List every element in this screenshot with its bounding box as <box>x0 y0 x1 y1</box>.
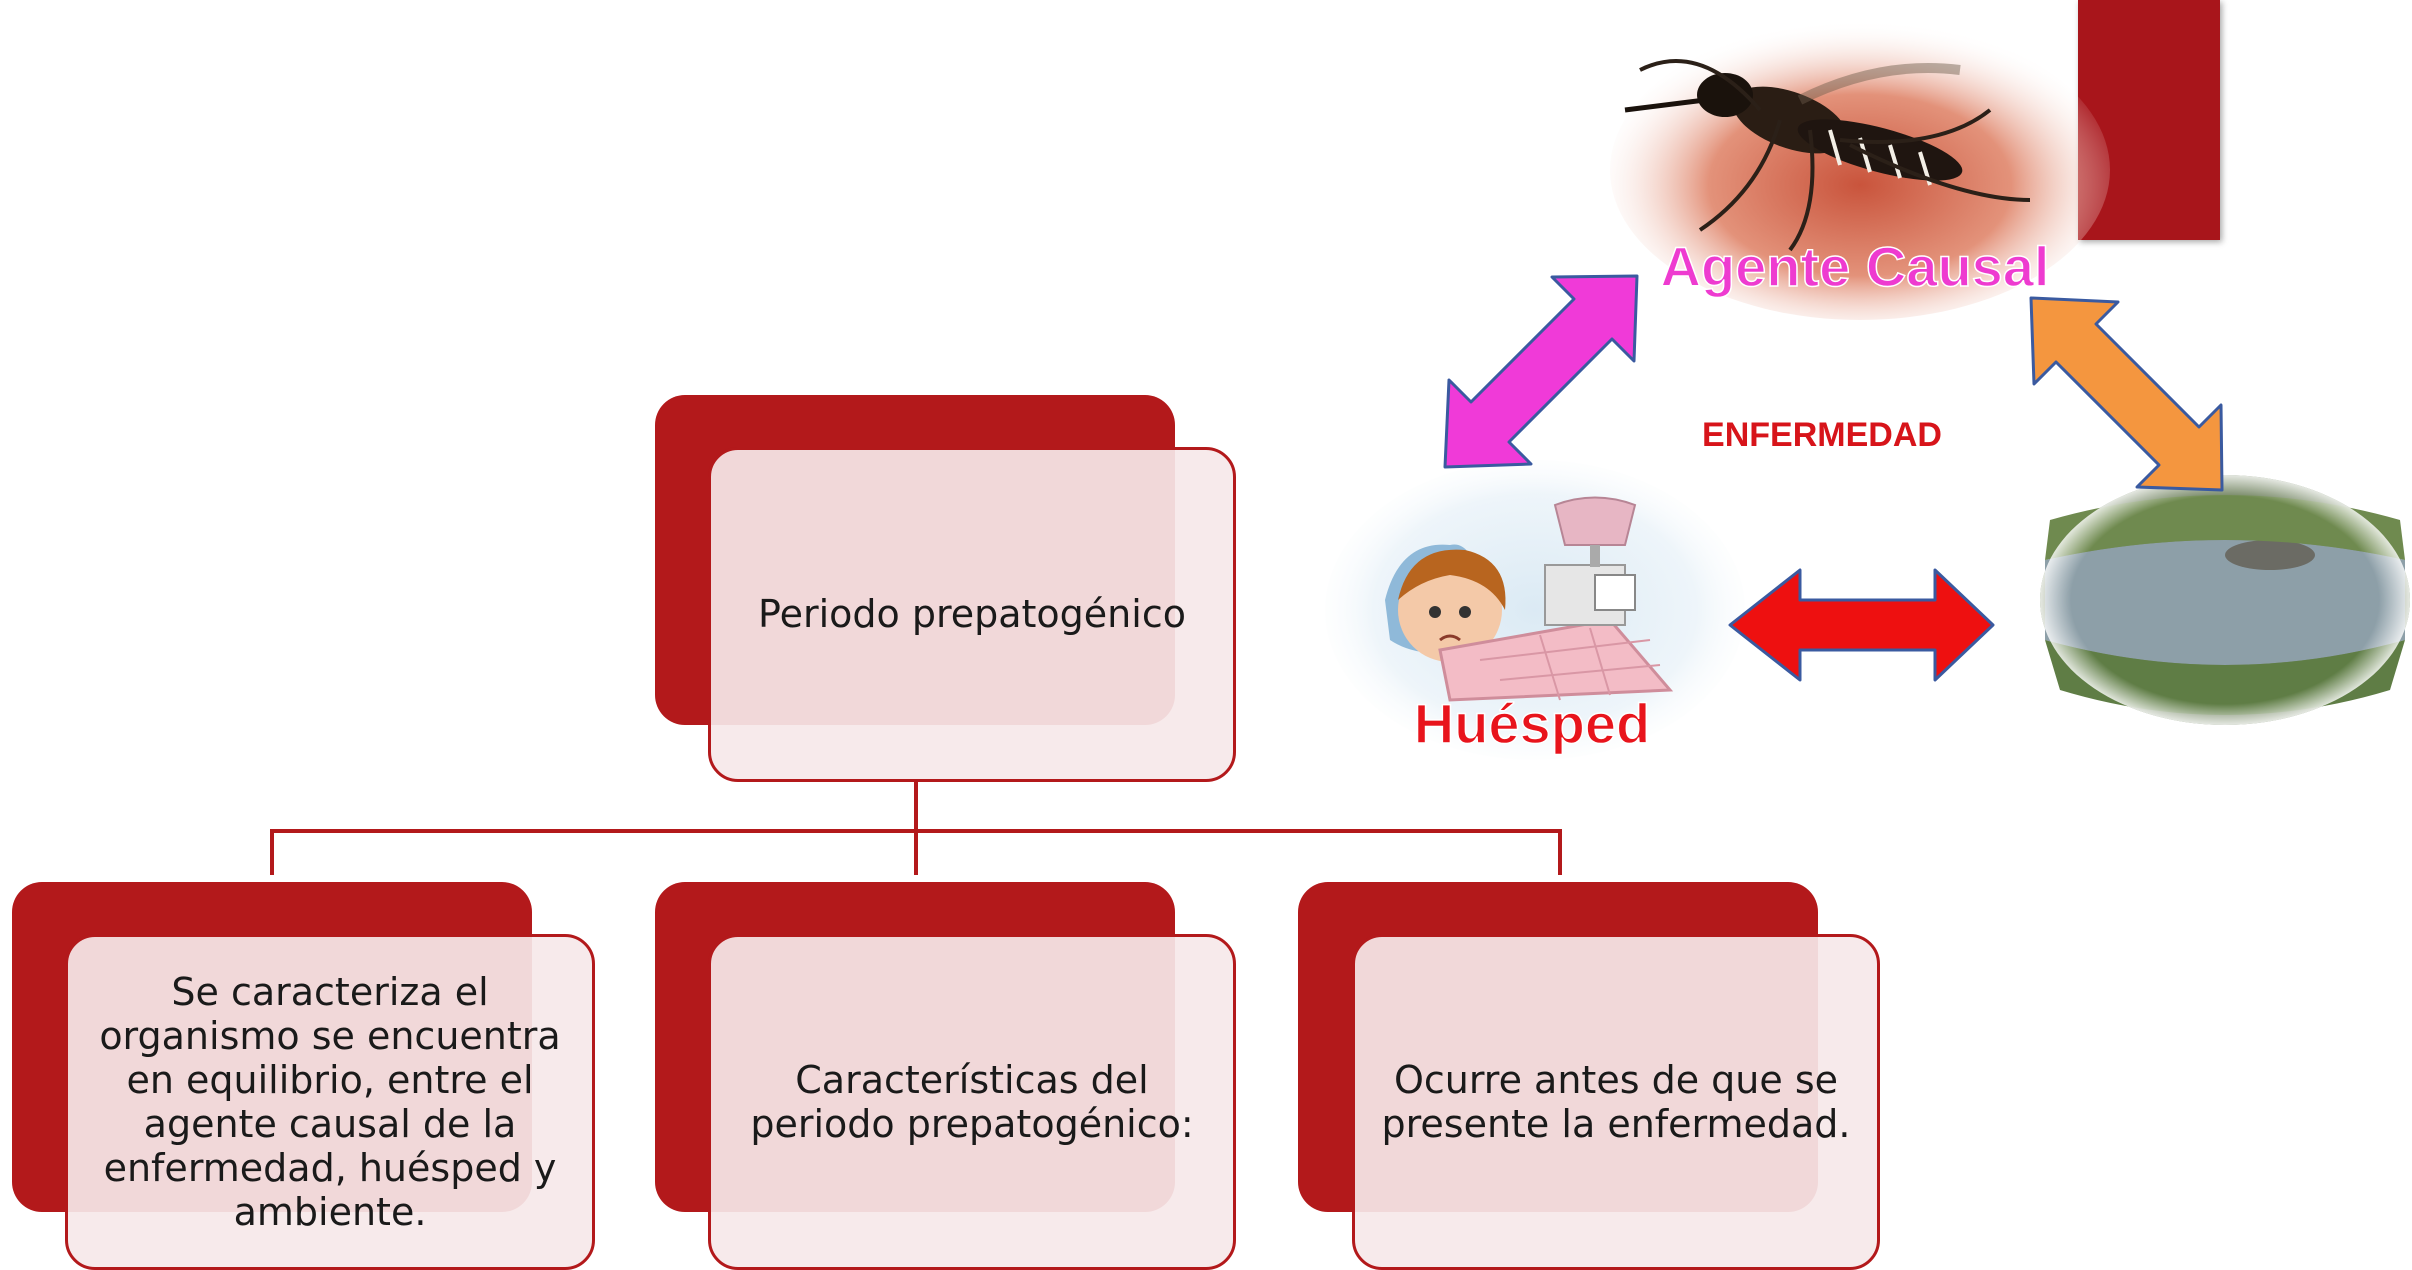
arrow-agent-env <box>2029 296 2224 492</box>
connector-left <box>270 829 274 875</box>
child-node-1-label: Se caracteriza el organismo se encuentra… <box>99 969 561 1235</box>
child-node-2-label: Características del periodo prepatogénic… <box>750 1057 1194 1146</box>
connector-vertical <box>914 780 918 875</box>
child-node-3: Ocurre antes de que se presente la enfer… <box>1352 934 1880 1270</box>
agent-label: Agente Causal <box>1661 235 2050 298</box>
arrow-host-env <box>1728 568 1995 682</box>
mosquito-image <box>1610 20 2110 320</box>
child-node-2: Características del periodo prepatogénic… <box>708 934 1236 1270</box>
connector-right <box>1558 829 1562 875</box>
connector-horizontal <box>270 829 1562 833</box>
child-node-3-label: Ocurre antes de que se presente la enfer… <box>1381 1057 1851 1146</box>
pond-image <box>2040 475 2410 725</box>
center-label: ENFERMEDAD <box>1702 416 1942 454</box>
arrow-agent-host <box>1443 274 1639 469</box>
sick-child-image <box>1325 460 1745 760</box>
root-node: Periodo prepatogénico <box>708 447 1236 782</box>
child-node-1: Se caracteriza el organismo se encuentra… <box>65 934 595 1270</box>
root-node-label: Periodo prepatogénico <box>758 592 1186 637</box>
host-label: Huésped <box>1414 692 1651 755</box>
